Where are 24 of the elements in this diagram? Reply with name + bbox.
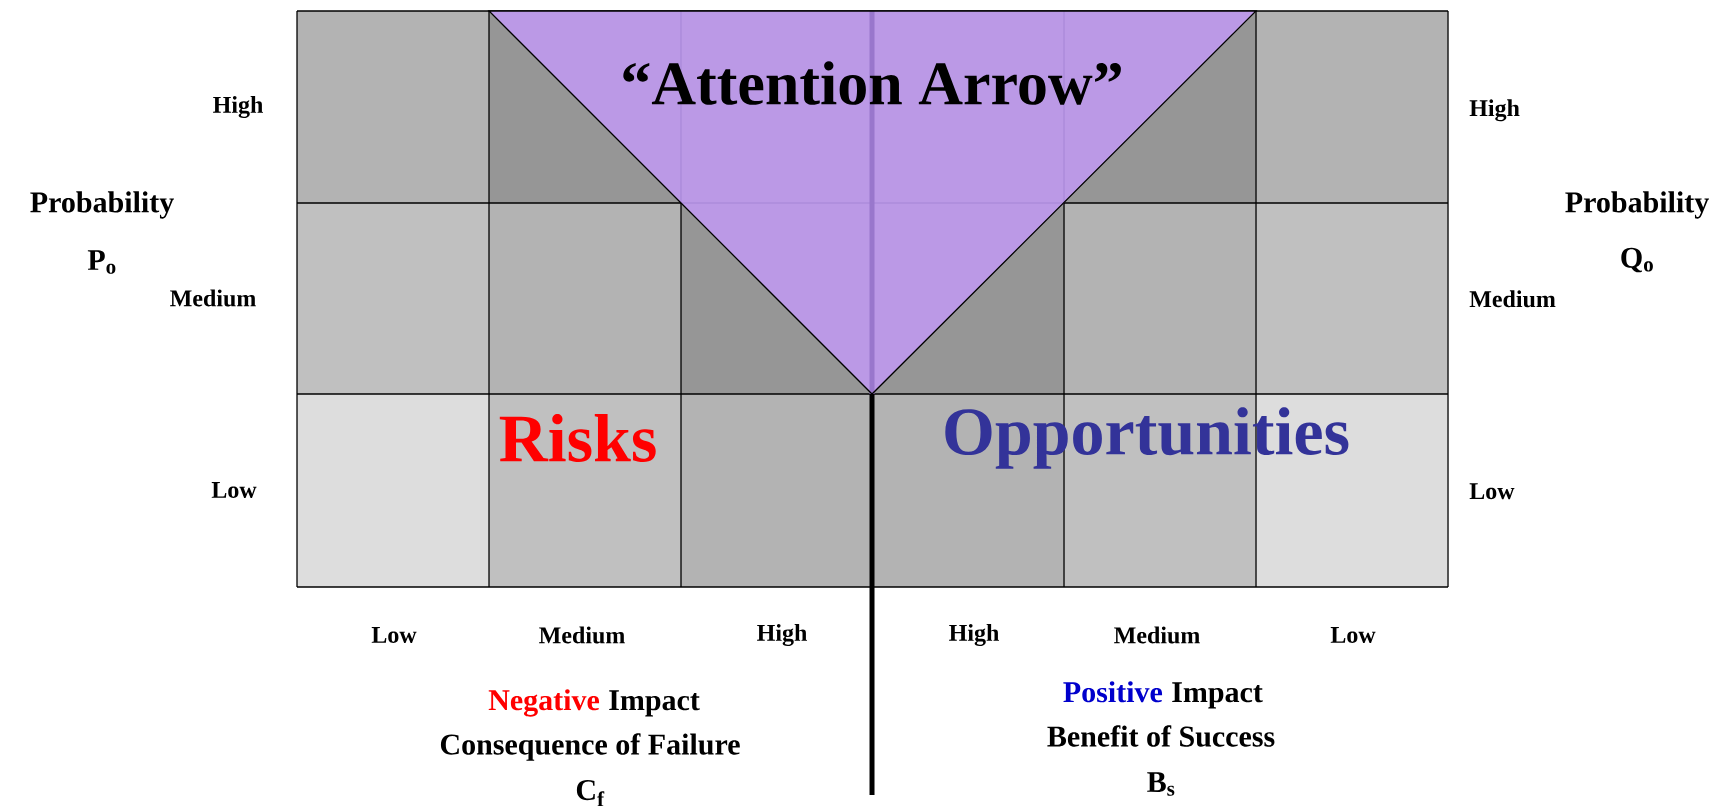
- axis-label: Low: [1469, 483, 1515, 500]
- axis-title: Q$_{o}$: [1621, 247, 1653, 273]
- axis-title: Benefit of Success: [1047, 725, 1275, 747]
- axis-label: Low: [211, 482, 257, 498]
- axis-label: High: [1469, 99, 1520, 122]
- axis-label: High: [949, 624, 999, 646]
- axis-title: Positive: [1063, 681, 1163, 703]
- axis-title: Probability: [30, 191, 174, 219]
- axis-label: Medium: [1114, 626, 1200, 644]
- axis-title: Consequence of Failure: [440, 733, 740, 761]
- axis-label: Low: [371, 627, 417, 643]
- axis-title: Impact: [1172, 682, 1263, 709]
- axis-label: High: [757, 624, 807, 646]
- axis-label: High: [213, 96, 263, 118]
- axis-label: Medium: [170, 289, 256, 307]
- axis-label: Medium: [539, 626, 625, 644]
- axis-title: B$_{s}$: [1147, 772, 1175, 796]
- axis-title: Impact: [609, 690, 700, 717]
- axis-label: Medium: [1469, 290, 1556, 308]
- axis-title: Probability: [1565, 191, 1709, 219]
- axis-label: Low: [1330, 627, 1376, 643]
- axis-title: C$_{f}$: [576, 779, 605, 807]
- axis-title: P$_{o}$: [87, 250, 116, 274]
- axis-title: Negative: [488, 689, 600, 717]
